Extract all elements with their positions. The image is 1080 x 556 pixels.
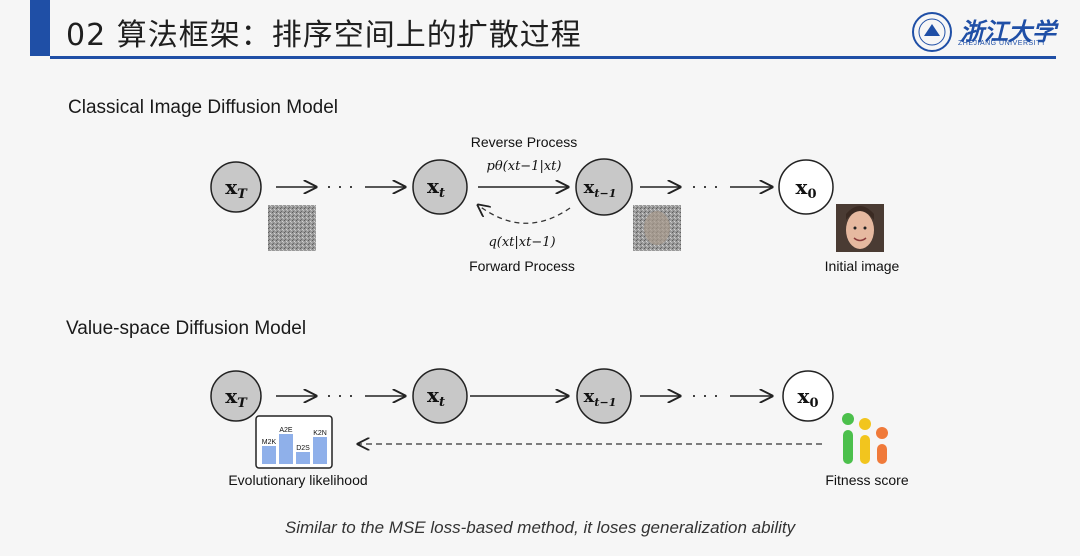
bar-d2s — [296, 452, 310, 464]
slide-caption: Similar to the MSE loss-based method, it… — [284, 518, 796, 537]
node-x-t-1-classical: xt−1 — [575, 158, 633, 216]
node-x-0-value: x0 — [782, 370, 834, 422]
bar-a2e — [279, 434, 293, 464]
node-x-T-value: xT — [210, 370, 262, 422]
header-accent-bar — [30, 0, 50, 56]
node-x-T-classical: xT — [210, 161, 262, 213]
bar-k2n — [313, 437, 327, 464]
bar-label-a2e: A2E — [279, 427, 293, 434]
logo-name: 浙江大学 — [960, 17, 1056, 46]
evolutionary-likelihood-label: Evolutionary likelihood — [228, 472, 367, 488]
node-x-t-1-value: xt−1 — [576, 368, 632, 424]
bar-label-m2k: M2K — [262, 439, 277, 446]
node-x-t-classical: xt — [412, 159, 468, 215]
noise-image — [268, 205, 316, 251]
ellipsis: · · · — [691, 176, 719, 196]
initial-image-label: Initial image — [825, 258, 900, 274]
logo-english-name: ZHEJIANG UNIVERSITY — [958, 40, 1047, 47]
bar-label-d2s: D2S — [296, 445, 310, 452]
forward-process-label: Forward Process — [469, 258, 575, 274]
section-title-classical: Classical Image Diffusion Model — [68, 97, 338, 118]
ellipsis: · · · — [691, 385, 719, 405]
ellipsis: · · · — [326, 385, 354, 405]
node-x-0-classical: x0 — [778, 159, 834, 215]
fitness-score-label: Fitness score — [825, 472, 908, 488]
bar-label-k2n: K2N — [313, 430, 327, 437]
university-seal-icon — [912, 12, 952, 52]
reverse-process-label: Reverse Process — [471, 134, 578, 150]
university-logo: 浙江大学 ZHEJIANG UNIVERSITY — [910, 10, 1060, 56]
section-title-value-space: Value-space Diffusion Model — [66, 318, 307, 339]
reverse-formula: pθ(xt−1|xt) — [487, 159, 562, 174]
forward-formula: q(xt|xt−1) — [488, 235, 555, 250]
page-title: 02 算法框架：排序空间上的扩散过程 — [66, 18, 582, 53]
forward-arrow — [478, 205, 571, 224]
fitness-score-icon — [842, 413, 888, 464]
bar-m2k — [262, 446, 276, 464]
node-x-t-value: xt — [412, 368, 468, 424]
header-divider — [50, 56, 1056, 59]
ellipsis: · · · — [326, 176, 354, 196]
partially-noisy-face-image — [633, 205, 681, 251]
initial-face-image — [836, 204, 884, 252]
